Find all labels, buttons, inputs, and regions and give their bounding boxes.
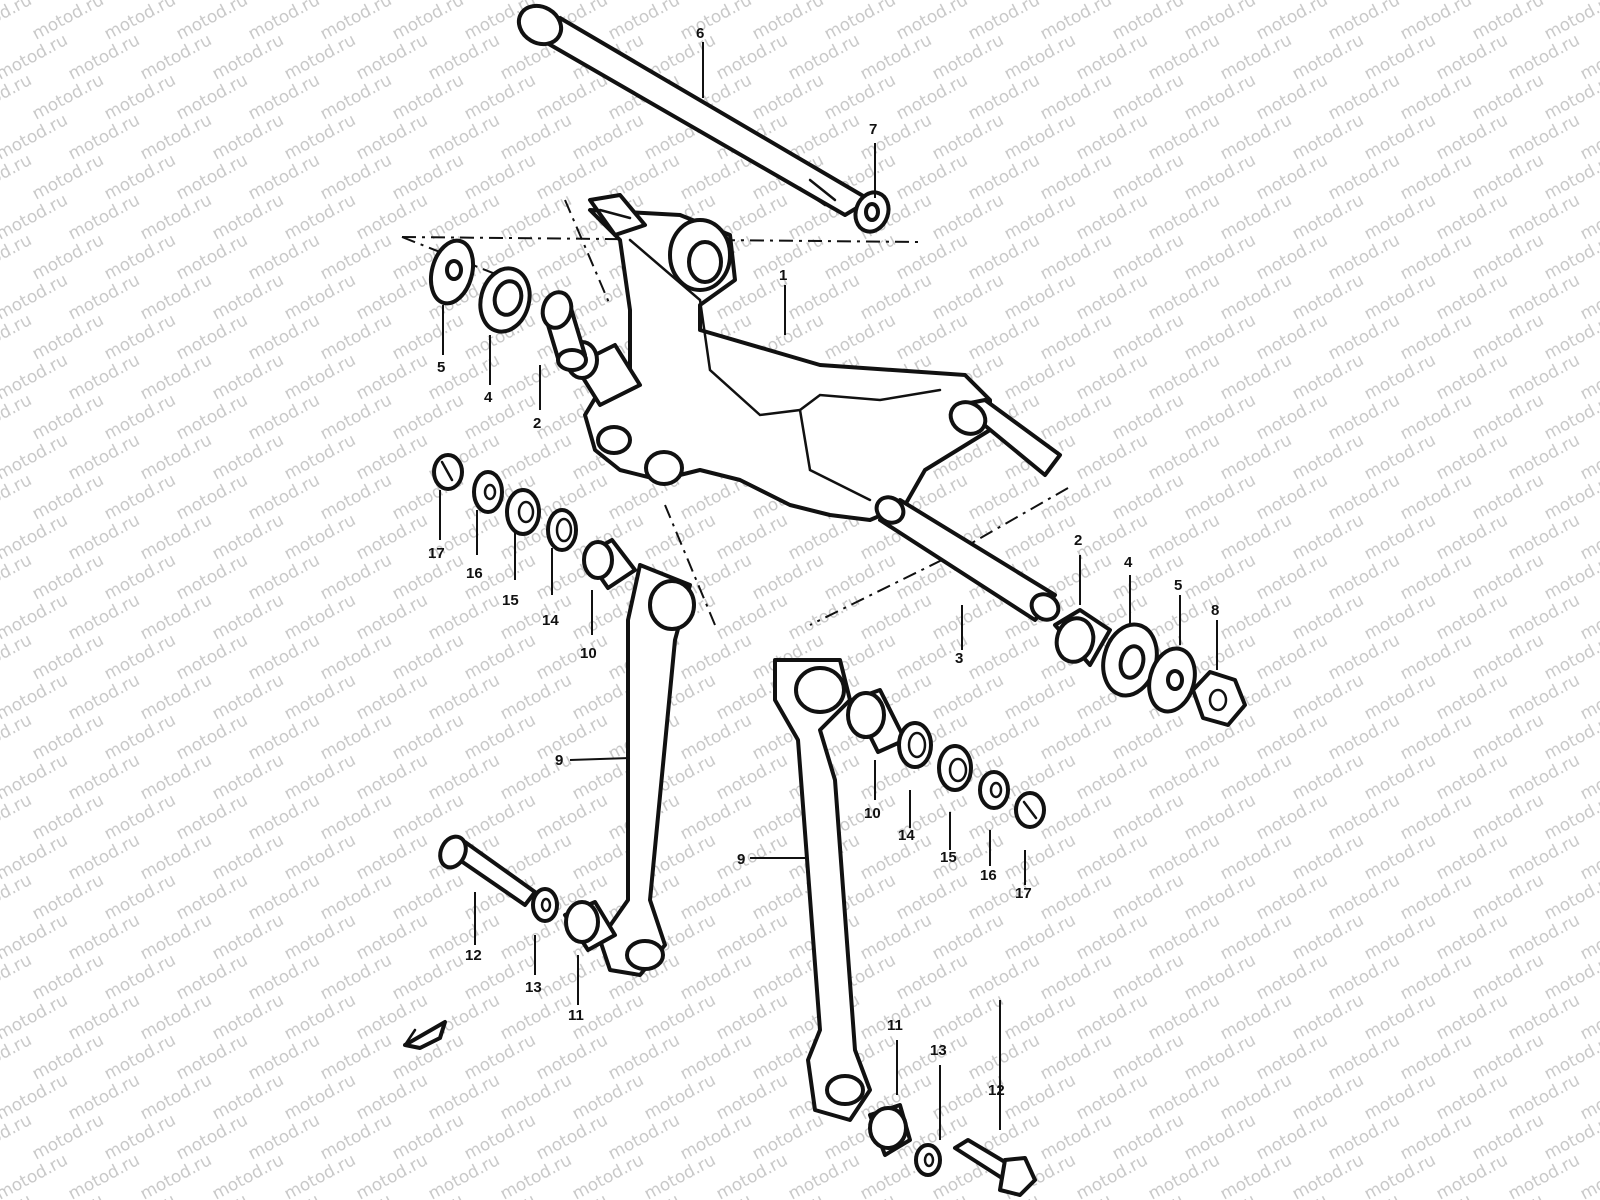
part-8-nut xyxy=(1191,670,1247,727)
callout-17-left: 17 xyxy=(428,545,445,562)
callout-5-upper: 5 xyxy=(437,359,445,376)
part-7-washer xyxy=(853,190,891,234)
callout-9-right: 9 xyxy=(737,851,745,868)
part-10-bushing-left xyxy=(582,538,637,590)
part-10-bushing-right xyxy=(846,688,907,754)
part-5-washer-upper xyxy=(428,238,476,306)
part-14-ring-left xyxy=(546,508,578,552)
part-5-washer-lower xyxy=(1147,646,1197,714)
callout-16-left: 16 xyxy=(466,565,483,582)
part-9-rod-left xyxy=(598,563,696,977)
callout-8: 8 xyxy=(1211,602,1219,619)
callout-12-left: 12 xyxy=(465,947,482,964)
part-2-bearing-upper xyxy=(540,290,588,372)
callout-10-right: 10 xyxy=(864,805,881,822)
callout-14-right: 14 xyxy=(898,827,915,844)
callout-11-left: 11 xyxy=(568,1007,584,1024)
callout-12-right: 12 xyxy=(988,1082,1005,1099)
part-1-left-pin xyxy=(588,193,647,237)
part-4-seal-upper xyxy=(478,266,532,334)
part-17-cap-left xyxy=(432,453,464,491)
part-3-spacer xyxy=(874,495,1061,622)
front-arrow-icon xyxy=(403,1020,447,1050)
part-15-seal-right xyxy=(937,744,973,792)
callout-4-lower: 4 xyxy=(1124,554,1133,571)
callout-13-right: 13 xyxy=(930,1042,947,1059)
callout-14-left: 14 xyxy=(542,612,559,629)
part-6-bolt xyxy=(516,3,872,217)
part-12-bolt-right xyxy=(953,1138,1037,1197)
callout-10-left: 10 xyxy=(580,645,597,662)
callout-6: 6 xyxy=(696,25,704,42)
callout-labels: 6 7 1 5 4 2 17 16 15 14 10 2 4 5 8 3 9 1… xyxy=(428,25,1219,1099)
part-9-rod-right xyxy=(773,658,872,1122)
part-1-lever-body xyxy=(565,208,992,522)
part-16-washer-right xyxy=(978,770,1010,810)
part-2-bearing-lower xyxy=(1053,608,1112,667)
callout-7: 7 xyxy=(869,121,877,138)
part-12-bolt-left xyxy=(438,834,537,907)
callout-9-left: 9 xyxy=(555,752,563,769)
part-13-washer-right xyxy=(914,1143,942,1177)
part-11-bushing-right xyxy=(868,1103,912,1157)
callout-5-lower: 5 xyxy=(1174,577,1182,594)
callout-17-right: 17 xyxy=(1015,885,1032,902)
part-16-washer-left xyxy=(472,470,504,514)
callout-3: 3 xyxy=(955,650,963,667)
callout-2-lower: 2 xyxy=(1074,532,1082,549)
callout-4-upper: 4 xyxy=(484,389,493,406)
callout-16-right: 16 xyxy=(980,867,997,884)
part-11-bushing-left xyxy=(563,900,617,952)
callout-15-left: 15 xyxy=(502,592,519,609)
part-17-cap-right xyxy=(1014,791,1046,829)
callout-2-upper: 2 xyxy=(533,415,541,432)
callout-1: 1 xyxy=(779,267,787,284)
leader-lines xyxy=(439,42,1218,1140)
part-1-right-pin xyxy=(948,398,1062,477)
callout-13-left: 13 xyxy=(525,979,542,996)
part-15-seal-left xyxy=(505,488,541,536)
part-13-washer-left xyxy=(531,887,559,923)
callout-11-right: 11 xyxy=(887,1017,903,1034)
part-14-ring-right xyxy=(897,721,933,769)
callout-15-right: 15 xyxy=(940,849,957,866)
